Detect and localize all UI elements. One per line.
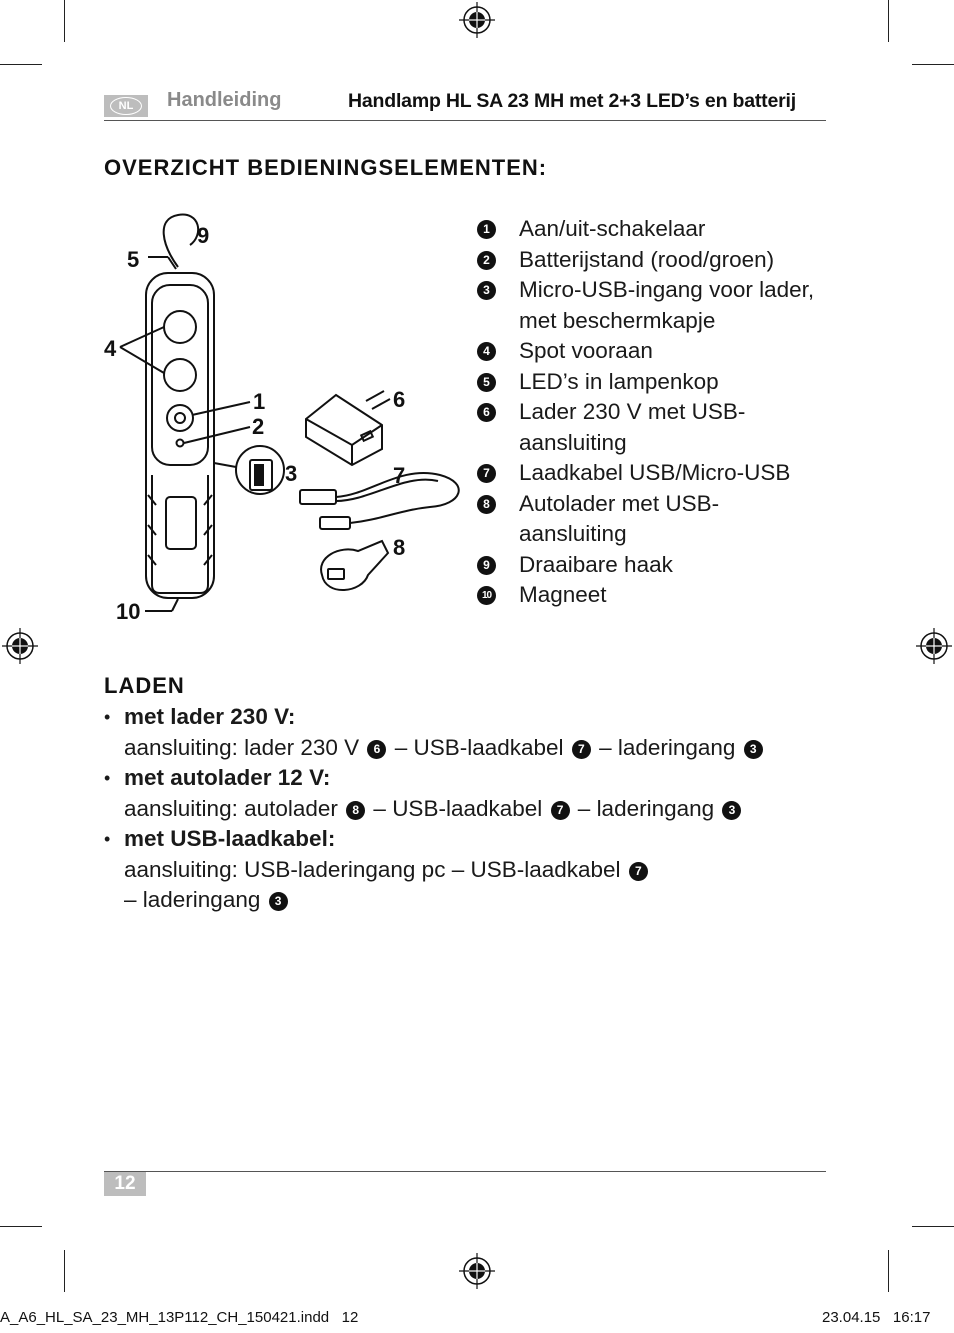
figure-label: 5 (127, 247, 139, 272)
laden-text: – laderingang (592, 734, 736, 760)
legend-number: 9 (477, 555, 496, 575)
legend-item: 5 LED’s in lampenkop (477, 367, 837, 398)
legend-text: Magneet (519, 582, 607, 607)
legend-item: 4 Spot vooraan (477, 336, 837, 367)
laden-line: – laderingang 3 (124, 885, 824, 916)
legend-number: 3 (477, 281, 496, 300)
header-divider (104, 120, 826, 121)
crop-mark (0, 64, 42, 65)
legend-text: Micro-USB-ingang voor lader, met bescher… (519, 277, 815, 333)
registration-mark-icon (916, 628, 952, 664)
inline-number: 7 (628, 861, 648, 881)
figure-label: 8 (393, 535, 405, 560)
language-badge: NL (104, 95, 148, 117)
crop-mark (0, 1226, 42, 1227)
legend-text: Batterijstand (rood/groen) (519, 246, 775, 272)
legend-item: 2 Batterijstand (rood/groen) (477, 245, 837, 276)
laden-list: • met lader 230 V: aansluiting: lader 23… (104, 702, 824, 916)
legend-number: 4 (477, 342, 496, 361)
laden-text: – USB-laadkabel (388, 734, 564, 760)
bullet: • (104, 768, 111, 788)
legend-text: Autolader met USB-aansluiting (519, 490, 720, 547)
inline-number: 3 (743, 739, 763, 759)
inline-number: 3 (268, 892, 288, 911)
legend-item: 7 Laadkabel USB/Micro-USB (477, 458, 837, 489)
legend-item: 9 Draaibare haak (477, 550, 837, 581)
legend-text: Draaibare haak (519, 551, 673, 577)
laden-text: aansluiting: USB-laderingang pc – USB-la… (124, 856, 621, 882)
legend-number: 6 (477, 403, 496, 422)
page-number: 12 (104, 1172, 146, 1196)
legend-number: 7 (477, 464, 496, 483)
crop-mark (912, 1226, 954, 1227)
registration-mark-icon (459, 2, 495, 38)
figure-label: 1 (253, 389, 265, 414)
laden-text: – USB-laadkabel (367, 795, 543, 821)
footer-divider (104, 1171, 826, 1172)
laden-text: – laderingang (124, 887, 261, 912)
laden-title: LADEN (104, 673, 185, 698)
laden-item: • met lader 230 V: aansluiting: lader 23… (104, 702, 824, 763)
figure-label: 6 (393, 387, 405, 412)
laden-item: • met USB-laadkabel: aansluiting: USB-la… (104, 824, 824, 916)
legend-text: Spot vooraan (519, 338, 653, 363)
laden-text: aansluiting: autolader (124, 795, 338, 821)
laden-text: – laderingang (571, 795, 715, 821)
legend-number: 1 (477, 220, 496, 239)
bullet: • (104, 829, 111, 849)
component-legend: 1 Aan/uit-schakelaar 2 Batterijstand (rood… (477, 214, 837, 611)
laden-heading: met autolader 12 V: (124, 765, 331, 790)
bullet: • (104, 707, 111, 727)
laden-line: aansluiting: lader 230 V 6 – USB-laadkab… (124, 733, 824, 764)
inline-number: 7 (571, 739, 591, 759)
crop-mark (64, 0, 65, 42)
legend-item: 1 Aan/uit-schakelaar (477, 214, 837, 245)
inline-number: 6 (367, 739, 387, 759)
figure-label: 7 (393, 463, 405, 488)
laden-heading: met USB-laadkabel: (124, 826, 336, 851)
product-illustration: 9 5 4 1 2 3 6 7 8 10 (104, 213, 460, 624)
legend-number: 10 (477, 586, 496, 605)
figure-label: 2 (252, 414, 264, 439)
crop-mark (888, 1250, 889, 1292)
figure-label: 9 (197, 223, 209, 248)
legend-number: 5 (477, 372, 496, 392)
legend-text: Aan/uit-schakelaar (519, 216, 706, 241)
print-slug-file: A_A6_HL_SA_23_MH_13P112_CH_150421.indd 1… (0, 1309, 359, 1326)
laden-text: aansluiting: lader 230 V (124, 734, 360, 760)
legend-text: Laadkabel USB/Micro-USB (519, 460, 791, 485)
registration-mark-icon (459, 1253, 495, 1289)
inline-number: 3 (722, 800, 742, 820)
header-section: Handleiding (167, 89, 282, 111)
header-title: Handlamp HL SA 23 MH met 2+3 LED’s en ba… (348, 90, 796, 112)
crop-mark (64, 1250, 65, 1292)
laden-item: • met autolader 12 V: aansluiting: autol… (104, 763, 824, 824)
figure-label: 4 (104, 336, 117, 361)
laden-heading: met lader 230 V: (124, 704, 296, 729)
legend-item: 8 Autolader met USB-aansluiting (477, 489, 769, 550)
registration-mark-icon (2, 628, 38, 664)
legend-number: 2 (477, 250, 496, 270)
overview-title: OVERZICHT BEDIENINGSELEMENTEN: (104, 155, 548, 180)
legend-item: 10 Magneet (477, 580, 837, 611)
legend-text: Lader 230 V met USB-aansluiting (519, 399, 746, 455)
legend-number: 8 (477, 494, 496, 514)
crop-mark (912, 64, 954, 65)
inline-number: 7 (550, 800, 570, 820)
print-slug-date: 23.04.15 16:17 (822, 1309, 931, 1326)
figure-label: 3 (285, 461, 297, 486)
language-badge-label: NL (110, 97, 142, 115)
legend-text: LED’s in lampenkop (519, 368, 719, 394)
laden-line: aansluiting: USB-laderingang pc – USB-la… (124, 855, 824, 886)
crop-mark (888, 0, 889, 42)
laden-line: aansluiting: autolader 8 – USB-laadkabel… (124, 794, 824, 825)
legend-item: 3 Micro-USB-ingang voor lader, met besche… (477, 275, 837, 336)
figure-label: 10 (116, 599, 140, 624)
inline-number: 8 (346, 800, 366, 820)
legend-item: 6 Lader 230 V met USB-aansluiting (477, 397, 769, 458)
